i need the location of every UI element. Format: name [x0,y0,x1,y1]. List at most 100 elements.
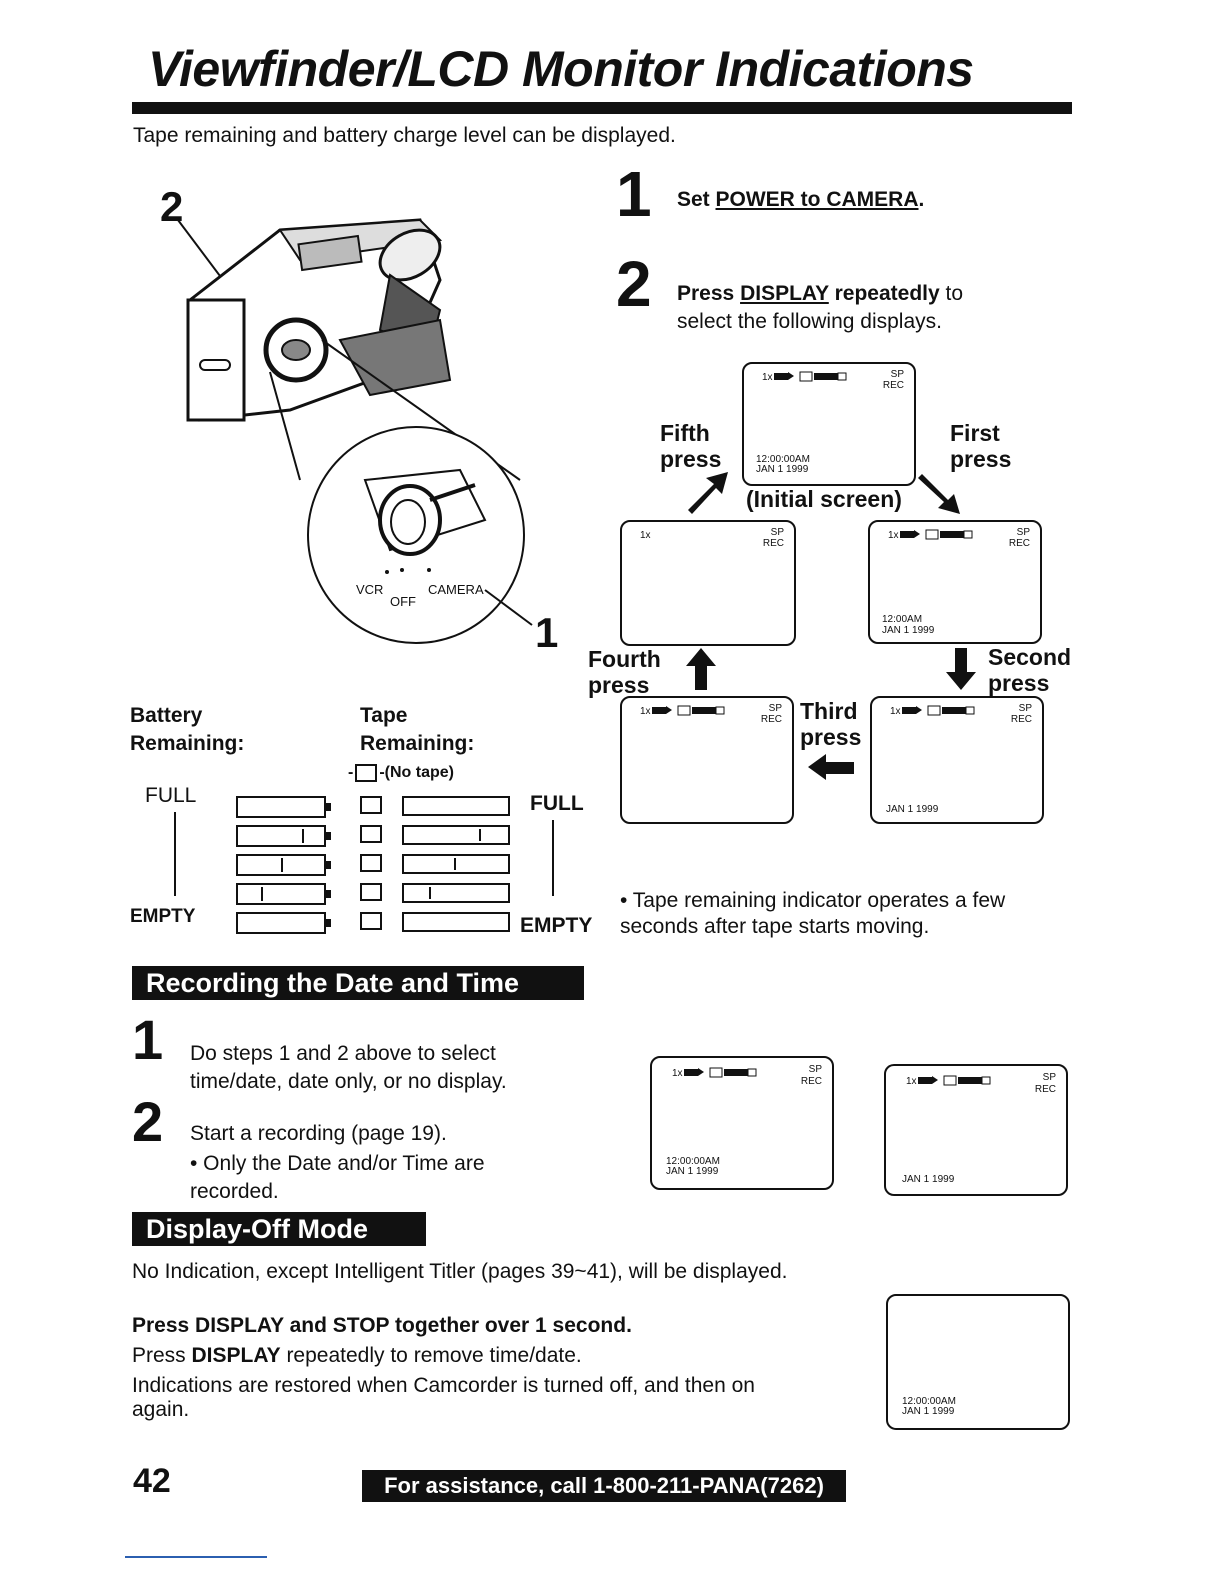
rec-step-1-number: 1 [132,1008,164,1071]
arrow-fifth-icon [688,472,728,514]
screen-sp: SP [768,703,782,714]
first-word: First [950,420,1000,446]
intro-text: Tape remaining and battery charge level … [133,124,676,147]
screen-rec: REC [800,1076,822,1087]
screen-sp: SP [1018,703,1032,714]
screen-indicator-icons [902,705,975,716]
screen-date: JAN 1 1999 [882,625,935,636]
step-2-bold: repeatedly [828,282,940,305]
title-rule [132,102,1072,114]
assistance-banner: For assistance, call 1-800-211-PANA(7262… [362,1470,846,1502]
screen-rec-timedate: 1x SP REC 12:00:00AM JAN 1 1999 [650,1056,834,1190]
screen-rec: REC [1034,1084,1056,1095]
arrow-second-icon [946,648,976,690]
press-word-3: press [800,724,862,750]
fifth-word: Fifth [660,420,710,446]
screen-date: JAN 1 1999 [886,804,939,815]
step-2-post: to select the following displays. [677,282,964,333]
step-1-post: . [918,188,925,211]
rec-step-2-sub: • Only the Date and/or Time are recorded… [190,1152,485,1203]
callout-1: 1 [535,609,559,656]
step-1-number: 1 [616,158,652,230]
p3-post: repeatedly to remove time/date. [280,1344,582,1367]
screen-rec: REC [882,380,904,391]
tape-word: Tape [360,704,408,727]
switch-label-camera: CAMERA [428,582,484,597]
step-1-text: Set POWER to CAMERA. [677,186,924,214]
camcorder-illustration [177,218,533,644]
p3-pre: Press [132,1344,192,1367]
remaining-word-b: Remaining: [130,732,245,755]
screen-second: 1x SP REC JAN 1 1999 [870,696,1044,824]
step-2-number: 2 [616,248,652,320]
screen-indicator-icons [684,1067,757,1078]
rec-step-2-number: 2 [132,1090,164,1153]
screen-time: 12:00AM [882,614,923,625]
third-word: Third [800,698,858,724]
cassette-icon [360,912,382,930]
screen-zoom: 1x [888,530,899,541]
arrow-fourth-icon [686,648,716,690]
cassette-icon [360,796,382,814]
screen-initial: 1x SP REC 12:00:00AM JAN 1 1999 [742,362,916,486]
screen-sp: SP [808,1064,822,1075]
step-1-pre: Set [677,188,716,211]
battery-level-icon [236,912,331,934]
screen-time: 12:00:00AM [666,1156,720,1167]
tape-note: • Tape remaining indicator operates a fe… [620,889,1006,938]
battery-level-icon [236,883,331,905]
screen-rec: REC [1010,714,1032,725]
tape-level-bar [402,883,510,903]
screen-zoom: 1x [762,372,773,383]
step-2-text: Press DISPLAY repeatedly to select the f… [677,280,1017,336]
screen-sp: SP [1016,527,1030,538]
screen-zoom: 1x [672,1068,683,1079]
page-title: Viewfinder/LCD Monitor Indications [148,41,974,97]
callout-2: 2 [160,183,184,230]
battery-word: Battery [130,704,203,727]
screen-indicator-icons [652,705,725,716]
press-word-1: press [950,446,1012,472]
tape-level-bar [402,854,510,874]
screen-indicator-icons [900,529,973,540]
arrow-first-icon [918,474,960,514]
battery-full-label: FULL [145,784,197,807]
second-word: Second [988,644,1072,670]
tape-level-bar [402,912,510,932]
screen-date: JAN 1 1999 [756,464,809,475]
screen-rec: REC [760,714,782,725]
screen-zoom: 1x [640,530,651,541]
switch-label-vcr: VCR [356,582,384,597]
cassette-icon [360,825,382,843]
rec-step-1-text: Do steps 1 and 2 above to select time/da… [190,1042,507,1093]
display-off-p1: No Indication, except Intelligent Titler… [132,1260,788,1283]
tape-level-bar [402,796,510,816]
press-word-5: press [660,446,722,472]
tape-full-label: FULL [530,792,584,815]
screen-rec-dateonly: 1x SP REC JAN 1 1999 [884,1064,1068,1196]
screen-fifth: 1x SP REC [620,696,794,824]
no-tape-row: --(No tape) [348,764,454,782]
screen-zoom: 1x [640,706,651,717]
no-tape-text: -(No tape) [379,764,454,781]
screen-display-off: 12:00:00AM JAN 1 1999 [886,1294,1070,1430]
press-word-2: press [988,670,1050,696]
screen-sp: SP [1042,1072,1056,1083]
rec-step-2-text: Start a recording (page 19). [190,1122,447,1145]
remaining-word-t: Remaining: [360,732,475,755]
fourth-word: Fourth [588,646,661,672]
screen-date: JAN 1 1999 [666,1166,719,1177]
tape-level-bar [402,825,510,845]
battery-scale-line [174,812,176,896]
screen-indicator-icons [918,1075,991,1086]
recording-heading: Recording the Date and Time [132,966,584,1000]
cassette-icon [360,883,382,901]
battery-level-icon [236,854,331,876]
screen-rec: REC [762,538,784,549]
switch-label-off: OFF [390,594,416,609]
